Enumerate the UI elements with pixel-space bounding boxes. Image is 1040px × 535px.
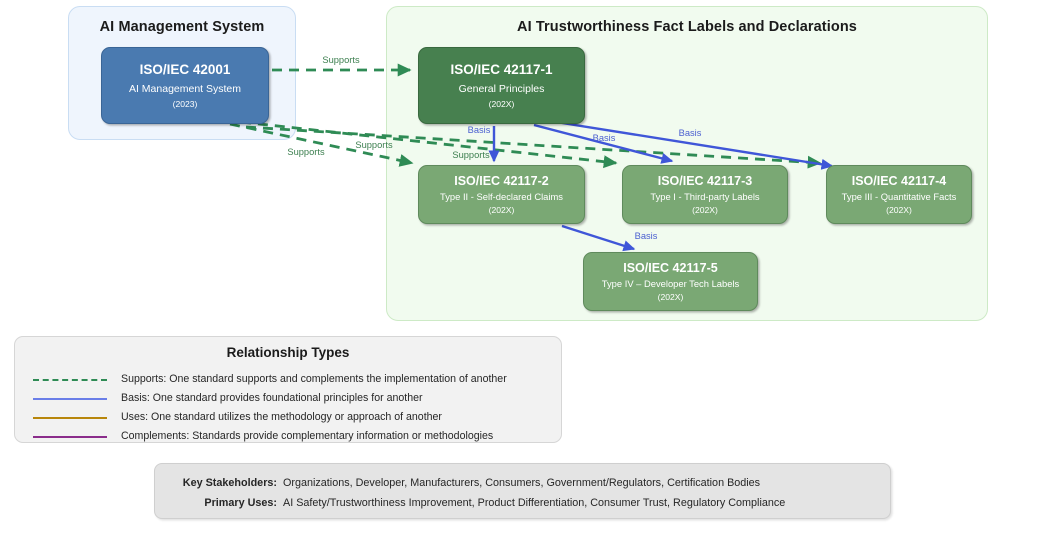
legend-item-supports: Supports: One standard supports and comp… [33,370,551,389]
edge-basis-42117-1-42117-3 [533,123,674,164]
legend-item-label: Uses: One standard utilizes the methodol… [121,411,442,424]
node-subtitle: Type II - Self-declared Claims [440,191,563,203]
node-iso-42001[interactable]: ISO/IEC 42001 AI Management System (2023… [101,47,269,124]
legend-item-basis: Basis: One standard provides foundationa… [33,389,551,408]
node-title: ISO/IEC 42117-4 [851,173,947,188]
node-iso-42117-1[interactable]: ISO/IEC 42117-1 General Principles (202X… [418,47,585,124]
edge-label-supports-3: Supports [355,140,393,150]
legend-item-complements: Complements: Standards provide complemen… [33,427,551,446]
edge-label-supports-1: Supports [322,55,360,65]
edge-supports-42001-42117-4 [245,125,822,169]
node-year: (202X) [488,98,515,109]
node-title: ISO/IEC 42117-5 [623,260,718,275]
node-subtitle: Type I - Third-party Labels [650,191,760,203]
summary-box: Key Stakeholders: Organizations, Develop… [154,463,891,519]
legend-box: Relationship Types Supports: One standar… [14,336,562,443]
edge-supports-42001-42117-3 [240,120,618,169]
edge-label-basis-4: Basis [634,231,658,241]
node-year: (202X) [692,204,718,215]
group-title-ai-trustworthiness: AI Trustworthiness Fact Labels and Decla… [517,19,857,35]
node-title: ISO/IEC 42117-1 [450,61,553,77]
legend-swatch-basis-icon [33,397,107,400]
node-year: (202X) [488,204,515,215]
summary-row-key-stakeholders: Key Stakeholders: Organizations, Develop… [155,477,890,489]
summary-row-key: Key Stakeholders: [182,477,277,489]
node-iso-42117-2[interactable]: ISO/IEC 42117-2 Type II - Self-declared … [418,165,585,224]
node-year: (202X) [886,204,912,215]
legend-title: Relationship Types [226,345,350,360]
node-title: ISO/IEC 42117-3 [657,173,753,188]
legend-item-uses: Uses: One standard utilizes the methodol… [33,408,551,427]
node-year: (202X) [657,291,684,302]
node-year: (2023) [172,98,198,109]
edge-supports-42001-42117-2 [229,122,414,167]
node-subtitle: AI Management System [128,82,242,95]
edge-label-basis-3: Basis [678,128,702,138]
edge-label-supports-4: Supports [452,150,490,160]
summary-row-primary-uses: Primary Uses: AI Safety/Trustworthiness … [155,497,890,509]
edge-label-basis-2: Basis [592,133,616,143]
legend-swatch-supports-icon [33,378,107,381]
legend-swatch-uses-icon [33,416,107,419]
edge-label-supports-2: Supports [287,147,325,157]
node-iso-42117-3[interactable]: ISO/IEC 42117-3 Type I - Third-party Lab… [622,165,788,224]
node-subtitle: General Principles [458,82,545,95]
node-title: ISO/IEC 42001 [139,61,231,77]
edge-basis-42117-2-42117-5 [561,224,636,252]
legend-swatch-complements-icon [33,435,107,438]
node-iso-42117-4[interactable]: ISO/IEC 42117-4 Type III - Quantitative … [826,165,972,224]
legend-item-label: Supports: One standard supports and comp… [121,373,507,386]
summary-row-value: AI Safety/Trustworthiness Improvement, P… [283,497,786,509]
edge-basis-42117-1-42117-4 [555,120,834,170]
summary-row-key: Primary Uses: [204,497,277,509]
group-title-ai-management-system: AI Management System [99,19,265,35]
summary-row-value: Organizations, Developer, Manufacturers,… [283,477,761,489]
legend-item-label: Complements: Standards provide complemen… [121,430,494,443]
legend-item-label: Basis: One standard provides foundationa… [121,392,423,405]
node-title: ISO/IEC 42117-2 [454,173,549,188]
edge-label-basis-1: Basis [467,125,491,135]
node-iso-42117-5[interactable]: ISO/IEC 42117-5 Type IV – Developer Tech… [583,252,758,311]
node-subtitle: Type IV – Developer Tech Labels [601,278,740,290]
node-subtitle: Type III - Quantitative Facts [841,191,957,203]
legend-rows: Supports: One standard supports and comp… [33,370,551,446]
